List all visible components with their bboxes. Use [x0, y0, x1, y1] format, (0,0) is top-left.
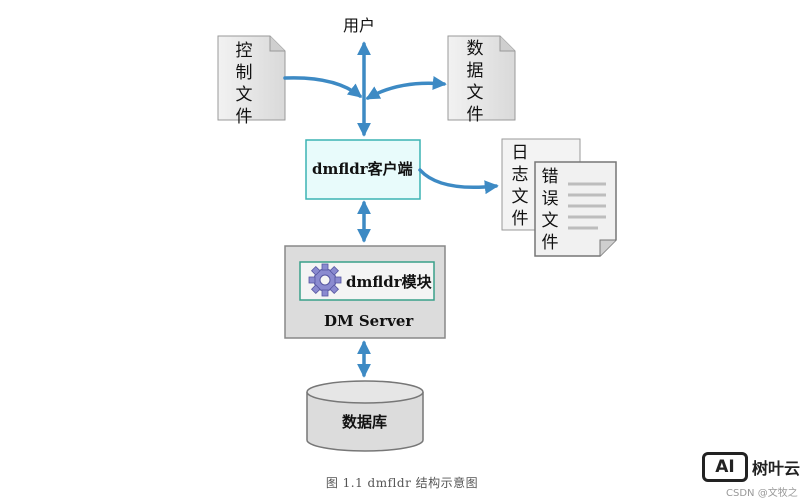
arrows	[283, 41, 499, 378]
arrow-client-log	[418, 168, 499, 195]
watermark-source: CSDN @文牧之	[726, 488, 798, 499]
figure-caption: 图 1.1 dmfldr 结构示意图	[325, 476, 479, 490]
arrow-control-to-center	[283, 76, 363, 98]
watermark: AI 树叶云	[702, 452, 800, 482]
client-label: dmfldr客户端	[312, 160, 413, 178]
watermark-name: 树叶云	[752, 459, 801, 478]
log-file-label: 日 志 文 件	[511, 143, 529, 229]
data-file-document	[447, 35, 516, 121]
error-file-lines	[568, 182, 606, 230]
module-label: dmfldr模块	[346, 273, 432, 291]
database-cylinder	[306, 380, 424, 452]
data-file-label: 数 据 文 件	[466, 39, 484, 125]
control-file-document	[217, 35, 286, 121]
control-file-label: 控 制 文 件	[235, 41, 253, 127]
database-label: 数据库	[342, 413, 388, 431]
error-file-document	[534, 161, 617, 257]
gear-icon	[308, 263, 342, 297]
error-file-label: 错 误 文 件	[541, 167, 559, 253]
user-label: 用户	[343, 16, 376, 35]
arrow-center-data-file	[365, 76, 447, 100]
server-label: DM Server	[324, 312, 414, 330]
watermark-logo: AI	[702, 452, 748, 482]
client-box	[305, 139, 421, 200]
